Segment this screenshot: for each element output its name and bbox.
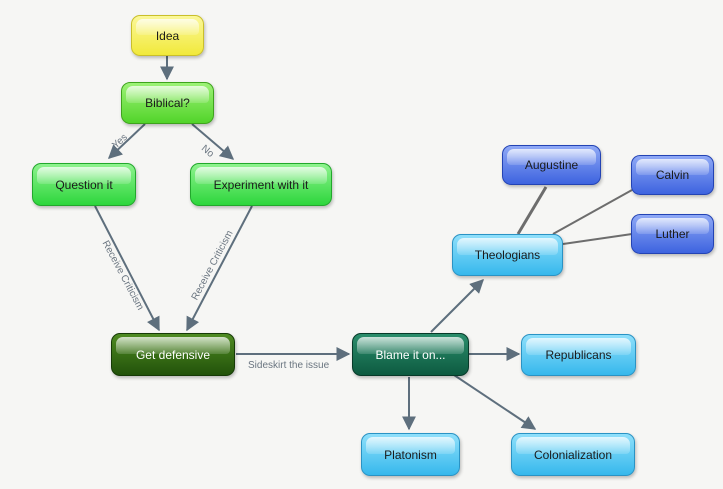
- node-question-it-label: Question it: [55, 177, 113, 192]
- link-theologians-augustine: [516, 186, 548, 235]
- edge-blame-colonialization: [453, 374, 537, 430]
- node-question-it[interactable]: Question it: [32, 163, 136, 206]
- node-theologians[interactable]: Theologians: [452, 234, 563, 276]
- node-blame-it-on-label: Blame it on...: [375, 347, 446, 362]
- node-theologians-label: Theologians: [474, 248, 541, 262]
- node-augustine-label: Augustine: [524, 158, 579, 172]
- node-luther-label: Luther: [655, 227, 690, 241]
- node-augustine[interactable]: Augustine: [502, 145, 601, 185]
- node-calvin-label: Calvin: [655, 168, 690, 182]
- node-republicans[interactable]: Republicans: [521, 334, 636, 376]
- edge-question-defensive: [94, 205, 160, 332]
- node-platonism[interactable]: Platonism: [361, 433, 460, 476]
- node-get-defensive[interactable]: Get defensive: [111, 333, 235, 376]
- node-colonialization[interactable]: Colonialization: [511, 433, 635, 476]
- node-biblical-label: Biblical?: [145, 96, 190, 110]
- node-biblical[interactable]: Biblical?: [121, 82, 214, 124]
- node-experiment-with-it[interactable]: Experiment with it: [190, 163, 332, 206]
- link-theologians-luther: [562, 233, 633, 245]
- edge-biblical-question: [107, 123, 146, 159]
- edge-biblical-experiment: [191, 123, 235, 160]
- node-calvin[interactable]: Calvin: [631, 155, 714, 195]
- node-experiment-with-it-label: Experiment with it: [213, 177, 309, 192]
- node-republicans-label: Republicans: [545, 348, 612, 362]
- node-idea[interactable]: Idea: [131, 15, 204, 56]
- edge-blame-theologians: [430, 279, 484, 333]
- node-colonialization-label: Colonialization: [533, 447, 613, 462]
- edge-label-sideskirt: Sideskirt the issue: [248, 360, 330, 371]
- node-get-defensive-label: Get defensive: [135, 347, 211, 362]
- node-luther[interactable]: Luther: [631, 214, 714, 254]
- edge-experiment-defensive: [186, 205, 253, 332]
- node-blame-it-on[interactable]: Blame it on...: [352, 333, 469, 376]
- node-idea-label: Idea: [155, 28, 180, 43]
- link-theologians-calvin: [552, 189, 633, 235]
- node-platonism-label: Platonism: [384, 447, 437, 462]
